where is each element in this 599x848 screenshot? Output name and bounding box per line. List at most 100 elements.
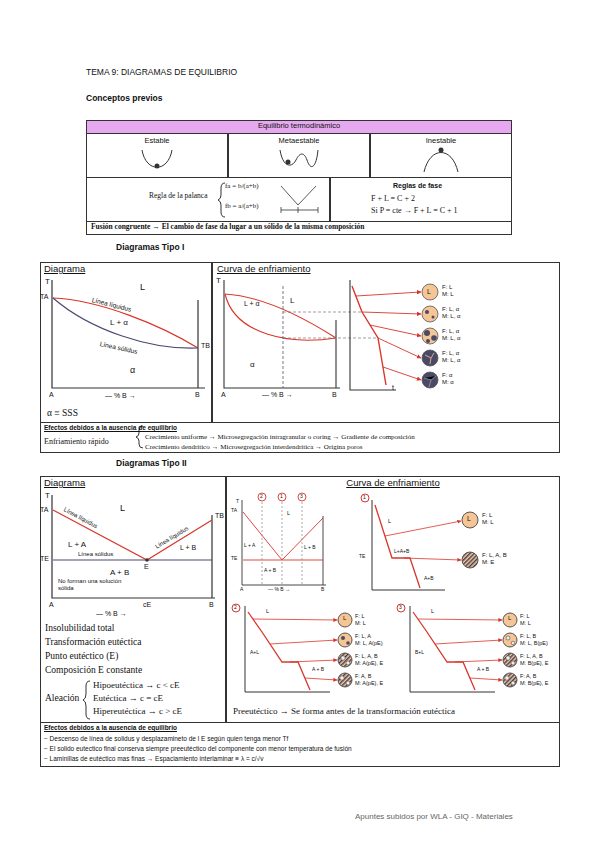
text-label: L + α <box>244 300 260 308</box>
text-label: M: E <box>482 559 494 566</box>
text-label: M: L, α <box>442 357 460 364</box>
text-label: — % B → <box>268 587 290 593</box>
text-label: M: A(pE), E <box>355 660 383 666</box>
cell-text: Equilibrio termodinámico <box>258 122 340 131</box>
cooling-curve-3 <box>397 604 517 692</box>
text-label: 2 <box>260 494 263 500</box>
text-label: α <box>130 365 135 375</box>
text-label: M: L <box>442 291 454 298</box>
text-label: M: L, α <box>442 313 460 320</box>
text-label: Diagramas Tipo I <box>116 243 184 253</box>
phase-diagram-1 <box>52 280 205 388</box>
cell-text: Regla de la palanca <box>149 192 208 201</box>
text-label: L <box>140 282 145 292</box>
cell-text: − El solido eutectico final conserva sie… <box>44 745 352 752</box>
cell-text: Metaestable <box>279 137 320 146</box>
text-label: TE <box>359 554 365 560</box>
phase-diagram-mini <box>242 493 326 585</box>
text-label: L <box>290 296 294 305</box>
text-label: Línea sólidus <box>78 551 113 558</box>
text-label: L <box>388 518 391 524</box>
text-label: L <box>508 615 511 622</box>
text-label: M: L, α <box>442 335 460 342</box>
text-label: F: α <box>442 372 452 379</box>
cooling-panel: Curva de enfriamientoPreeutéctico → Se f… <box>226 476 560 723</box>
text-label: F: L, B <box>520 633 536 639</box>
text-label: Apuntes subidos por WLA - GIQ - Material… <box>355 812 513 821</box>
cell-text: α ≡ SSS <box>47 408 78 419</box>
text-label: E <box>144 563 149 571</box>
text-label: A + B <box>312 667 324 673</box>
cell-text: Composición E constante <box>45 665 142 676</box>
text-label: L + B <box>180 544 196 552</box>
note-row: Fusión congruente → El cambio de fase da… <box>86 221 512 235</box>
ball <box>286 160 291 165</box>
ball <box>155 164 160 169</box>
lever-rule-cell: Regla de la palancafa = b/(a+b)fb = a/(a… <box>86 177 330 222</box>
text-label: F: A, B <box>520 673 537 679</box>
page-title: TEMA 9: DIAGRAMAS DE EQUILIBRIO <box>86 68 237 78</box>
text-label: TA <box>231 508 237 514</box>
text-label: F: L, A, B <box>520 653 543 659</box>
text-label: L <box>343 615 346 622</box>
text-label: B <box>332 391 337 399</box>
text-label: F: L, α <box>442 328 459 335</box>
text-label: L <box>467 515 471 523</box>
cell-text: Inestable <box>426 137 456 146</box>
text-label: F: L <box>442 284 452 291</box>
text-label: T <box>45 277 50 286</box>
text-label: L + A <box>244 543 255 549</box>
lever-sketch <box>281 186 318 213</box>
text-label: T <box>236 499 239 505</box>
text-label: M: α <box>442 379 454 386</box>
text-label: M: L <box>520 620 531 626</box>
cell-text: Si P = cte → F + L = C + 1 <box>371 206 458 215</box>
text-label: F: L, α <box>442 306 459 313</box>
cell-text: Punto eutéctico (E) <box>45 651 118 662</box>
phase-rule-cell: Reglas de faseF + L = C + 2Si P = cte → … <box>330 177 512 222</box>
cell-text: Hipoeutéctica → c < cE <box>93 680 180 690</box>
text-label: TA <box>40 506 48 514</box>
text-label: Diagramas Tipo II <box>116 459 187 469</box>
cell-text: Curva de enfriamiento <box>217 264 310 275</box>
text-label: 1 <box>280 494 283 500</box>
cell-text: Fusión congruente → El cambio de fase da… <box>91 223 364 232</box>
text-label: L <box>427 288 431 296</box>
text-label: M: B(pE), E <box>520 680 548 686</box>
text-label: F: L <box>355 613 364 619</box>
text-label: B <box>209 601 214 609</box>
phase-diagram-2 <box>52 495 215 598</box>
text-label: TB <box>201 342 210 350</box>
stability-cell: Inestable <box>370 133 512 178</box>
cell-text: Diagrama <box>44 478 85 489</box>
ball <box>439 148 444 153</box>
text-label: A+B <box>424 576 434 582</box>
text-label: B <box>195 391 200 399</box>
text-label: t <box>392 384 394 392</box>
text-label: Conceptos previos <box>86 94 163 104</box>
cell-text: Efectos debidos a la ausencia de equilib… <box>44 424 177 431</box>
text-label: A <box>49 391 54 399</box>
text-label: L + A <box>68 540 86 549</box>
effects-row: Efectos debidos a la ausencia de equilib… <box>40 722 560 767</box>
effects-row: Efectos debidos a la ausencia de equilib… <box>40 422 560 453</box>
cooling-curve-1 <box>361 494 478 590</box>
text-label: A+L <box>250 650 259 656</box>
cell-text: Crecimiento uniforme → Microsegregación … <box>145 433 415 441</box>
text-label: L + B <box>304 545 316 551</box>
text-label: M: L, B(pE) <box>520 640 548 646</box>
stability-cell: Estable <box>86 133 228 178</box>
text-label: Línea líquidus <box>91 296 132 313</box>
cell-text: Preeutéctico → Se forma antes de la tran… <box>233 706 455 716</box>
text-label: F: L <box>482 512 492 519</box>
text-label: F: L <box>520 613 529 619</box>
cell-text: Insolubilidad total <box>45 623 114 634</box>
text-label: L+A+B <box>394 549 409 555</box>
text-label: M: A(pE), E <box>355 680 383 686</box>
cell-text: Diagrama <box>44 264 85 275</box>
brace <box>83 681 90 719</box>
text-label: A <box>49 601 54 609</box>
text-label: A + B <box>264 568 276 574</box>
text-label: L <box>120 503 125 513</box>
